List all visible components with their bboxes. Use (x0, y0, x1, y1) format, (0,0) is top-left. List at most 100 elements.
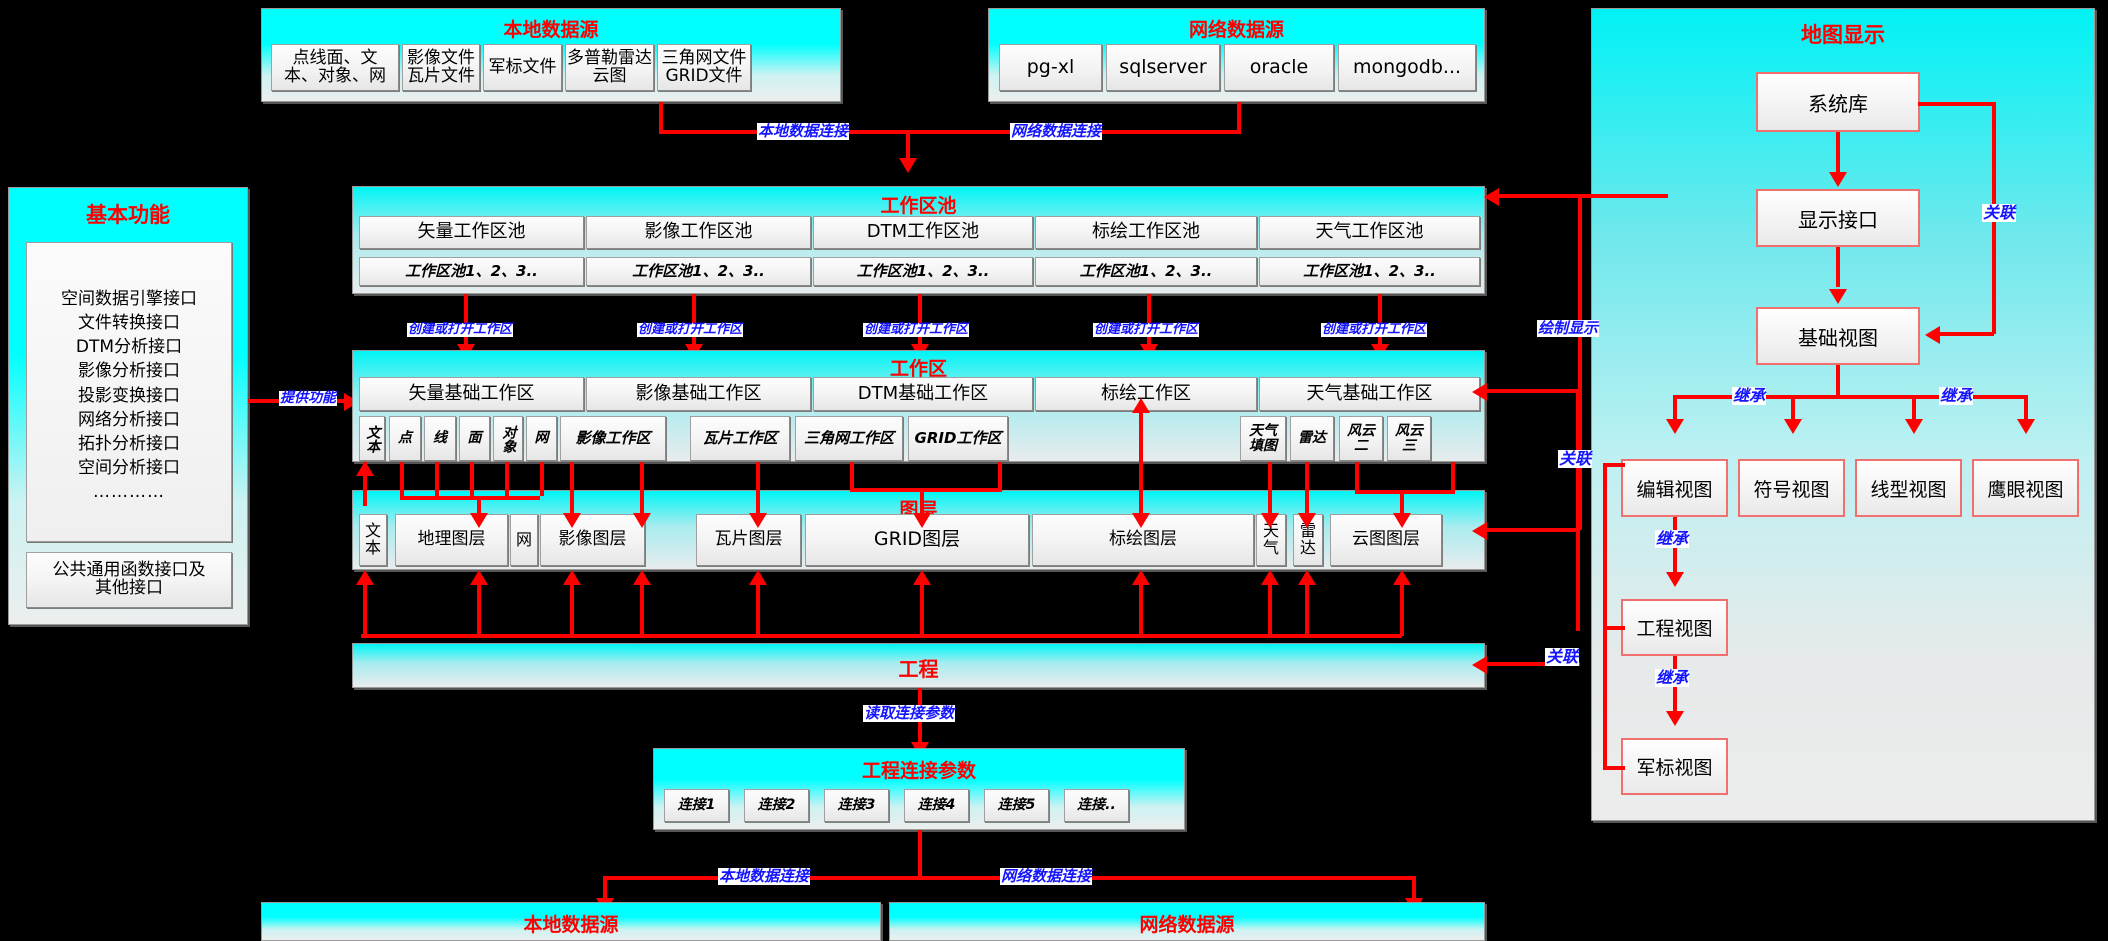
line-2: 云图 (592, 65, 627, 86)
assoc-rail-outer (1576, 389, 1580, 631)
ws-item-fengyun-3[interactable]: 风云 三 (1387, 416, 1431, 461)
link-display-to-base (1836, 247, 1840, 287)
base-view-box[interactable]: 基础视图 (1756, 307, 1920, 365)
fn-item-3: 影像分析接口 (78, 361, 180, 382)
project-params-title: 工程连接参数 (861, 760, 976, 782)
basic-functions-list: 空间数据引擎接口 文件转换接口 DTM分析接口 影像分析接口 投影变换接口 网络… (26, 242, 232, 542)
param-conn-5[interactable]: 连接5 (984, 789, 1049, 822)
label-local-data-connection-bottom: 本地数据连接 (718, 867, 811, 885)
db-mongodb[interactable]: mongodb... (1338, 44, 1476, 91)
ws-item-image-workspace[interactable]: 影像工作区 (560, 416, 666, 461)
param-conn-more[interactable]: 连接.. (1064, 789, 1129, 822)
db-sqlserver[interactable]: sqlserver (1106, 44, 1220, 91)
ws-item-object[interactable]: 对象 (493, 416, 523, 461)
system-library-box[interactable]: 系统库 (1756, 72, 1920, 132)
ws-to-layer-arrow-geo (470, 513, 488, 528)
ws-item-weather-plot[interactable]: 天气 填图 (1240, 416, 1286, 461)
ws-to-layer-arrow-img (633, 513, 651, 528)
ws-item-radar[interactable]: 雷达 (1290, 416, 1334, 461)
db-oracle[interactable]: oracle (1224, 44, 1334, 91)
layer-tile[interactable]: 瓦片图层 (696, 514, 801, 566)
param-conn-2[interactable]: 连接2 (744, 789, 809, 822)
line-1: 军标文件 (488, 56, 557, 77)
param-conn-3[interactable]: 连接3 (824, 789, 889, 822)
label-associate-top: 关联 (1982, 203, 2017, 222)
pool-sub-image[interactable]: 工作区池1、2、3.. (586, 257, 811, 286)
pool-col-plot[interactable]: 标绘工作区池 (1035, 216, 1257, 249)
label-read-connection-params: 读取连接参数 (863, 704, 956, 722)
layer-to-project-6 (920, 580, 924, 636)
layer-cloud[interactable]: 云图图层 (1330, 514, 1442, 566)
line-2: 瓦片文件 (407, 65, 475, 86)
data-type-tin-grid-file[interactable]: 三角网文件 GRID文件 (657, 44, 751, 91)
ws-col-vector[interactable]: 矢量基础工作区 (359, 377, 584, 411)
layer-to-project-1 (363, 580, 367, 636)
ws-to-layer-line-fy3 (1451, 462, 1455, 490)
fan-drop-2 (1791, 395, 1795, 423)
ws-col-image[interactable]: 影像基础工作区 (586, 377, 811, 411)
ws-item-grid-workspace[interactable]: GRID工作区 (908, 416, 1008, 461)
data-type-doppler-radar-cloud[interactable]: 多普勒雷达 云图 (565, 44, 654, 91)
linetype-view-box[interactable]: 线型视图 (1855, 459, 1962, 517)
param-conn-4[interactable]: 连接4 (904, 789, 969, 822)
ws-item-fengyun-2[interactable]: 风云 二 (1339, 416, 1383, 461)
edit-view-box[interactable]: 编辑视图 (1621, 459, 1728, 517)
line-1: 天气 (1249, 422, 1277, 439)
ws-item-point[interactable]: 点 (389, 416, 421, 461)
data-type-image-tile-file[interactable]: 影像文件 瓦片文件 (402, 44, 480, 91)
pool-sub-dtm[interactable]: 工作区池1、2、3.. (813, 257, 1033, 286)
label-inherit-project-view: 继承 (1655, 529, 1690, 548)
layer-to-project-3 (570, 580, 574, 636)
layer-text[interactable]: 文 本 (359, 514, 387, 566)
arrow-layer-to-project-3 (563, 570, 581, 585)
network-data-source-title-top: 网络数据源 (1188, 19, 1284, 41)
param-conn-1[interactable]: 连接1 (664, 789, 729, 822)
ws-to-layer-arrow-weather (1261, 513, 1279, 528)
link-syslib-to-display (1836, 132, 1840, 172)
ws-col-weather[interactable]: 天气基础工作区 (1259, 377, 1480, 411)
fn-item-ellipsis: ………… (93, 482, 165, 502)
data-type-military-symbol-file[interactable]: 军标文件 (483, 44, 562, 91)
line-2: 本、对象、网 (284, 65, 386, 86)
assoc-rail (1603, 463, 1607, 768)
pool-sub-vector[interactable]: 工作区池1、2、3.. (359, 257, 584, 286)
layer-geographic[interactable]: 地理图层 (395, 514, 508, 566)
pool-sub-plot[interactable]: 工作区池1、2、3.. (1035, 257, 1257, 286)
ws-item-text[interactable]: 文本 (359, 416, 385, 461)
pool-col-dtm[interactable]: DTM工作区池 (813, 216, 1033, 249)
ws-to-layer-arrow-net (563, 513, 581, 528)
connector-bottom-right-down (1412, 876, 1416, 910)
ws-to-layer-join-cloud (1355, 490, 1455, 494)
pool-col-vector[interactable]: 矢量工作区池 (359, 216, 584, 249)
display-interface-box[interactable]: 显示接口 (1756, 189, 1920, 247)
db-pg-xl[interactable]: pg-xl (999, 44, 1102, 91)
military-view-box[interactable]: 军标视图 (1621, 738, 1728, 795)
line-2: 达 (1299, 538, 1316, 557)
ws-item-polygon[interactable]: 面 (459, 416, 490, 461)
pool-col-image[interactable]: 影像工作区池 (586, 216, 811, 249)
layer-image[interactable]: 影像图层 (540, 514, 645, 566)
arrow-to-symbol-view (1784, 419, 1802, 434)
line-1: 影像文件 (407, 47, 475, 68)
project-view-box[interactable]: 工程视图 (1621, 599, 1728, 656)
pool-sub-weather[interactable]: 工作区池1、2、3.. (1259, 257, 1480, 286)
label-inherit-military-view: 继承 (1655, 668, 1690, 687)
ws-item-tile-workspace[interactable]: 瓦片工作区 (690, 416, 790, 461)
layer-net[interactable]: 网 (510, 514, 538, 566)
connector-project-to-params (918, 688, 922, 756)
ws-item-line[interactable]: 线 (424, 416, 456, 461)
assoc-rail-to-project-view (1603, 626, 1625, 630)
workspace-pool-panel: 工作区池 矢量工作区池 影像工作区池 DTM工作区池 标绘工作区池 天气工作区池… (352, 186, 1485, 294)
fn-item-7: 空间分析接口 (78, 457, 180, 478)
ws-to-layer-line-fy2 (1355, 462, 1359, 490)
eagleeye-view-box[interactable]: 鹰眼视图 (1972, 459, 2079, 517)
ws-item-tin-workspace[interactable]: 三角网工作区 (795, 416, 903, 461)
ws-to-layer-line-tile (756, 462, 760, 518)
symbol-view-box[interactable]: 符号视图 (1738, 459, 1845, 517)
data-type-point-line-face[interactable]: 点线面、文 本、对象、网 (271, 44, 399, 91)
ws-to-layer-line-e (505, 462, 509, 496)
pool-col-weather[interactable]: 天气工作区池 (1259, 216, 1480, 249)
common-function-interface-box[interactable]: 公共通用函数接口及 其他接口 (26, 552, 232, 608)
ws-item-net[interactable]: 网 (526, 416, 557, 461)
ws-col-dtm[interactable]: DTM基础工作区 (813, 377, 1033, 411)
